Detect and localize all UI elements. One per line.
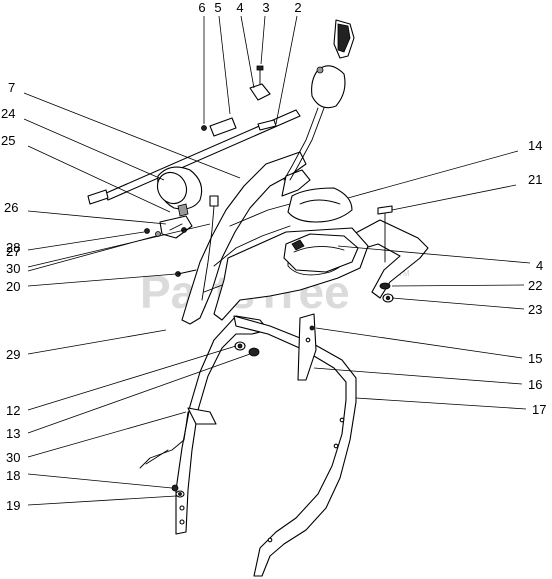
cover-plate: [287, 187, 353, 223]
callout-16: 16: [528, 377, 542, 392]
watermark-trademark: TM: [398, 269, 410, 278]
headlight: [156, 166, 203, 217]
callout-17: 17: [532, 402, 546, 417]
lower-bolt: [171, 484, 185, 498]
callout-28: 28: [6, 240, 20, 255]
bolt-stack: [377, 205, 394, 303]
callout-4: 4: [236, 0, 243, 15]
light-bracket: [144, 215, 193, 239]
callout-4b: 4: [536, 258, 543, 273]
wire-harness: [201, 195, 219, 301]
callout-29: 29: [6, 347, 20, 362]
callout-7: 7: [8, 80, 15, 95]
callout-23: 23: [528, 302, 542, 317]
callout-30b: 30: [6, 450, 20, 465]
callout-13: 13: [6, 426, 20, 441]
cable-tie: [139, 407, 217, 469]
lower-handle-right: [233, 315, 357, 577]
callout-3: 3: [262, 0, 269, 15]
callout-25: 25: [1, 133, 15, 148]
callout-14: 14: [528, 138, 542, 153]
callout-18: 18: [6, 468, 20, 483]
handle-tube: [297, 313, 317, 381]
callout-24: 24: [1, 106, 15, 121]
callout-20: 20: [6, 279, 20, 294]
callout-27: 27: [6, 244, 20, 259]
callout-30a: 30: [6, 261, 20, 276]
cross-bar: [87, 109, 301, 205]
handle-fasteners: [234, 341, 260, 357]
callout-26: 26: [4, 200, 18, 215]
callout-6: 6: [198, 0, 205, 15]
control-head-unit: [283, 19, 355, 181]
callout-12: 12: [6, 403, 20, 418]
top-bracket: [249, 65, 277, 131]
panel-housing: [283, 233, 359, 273]
callout-5: 5: [214, 0, 221, 15]
callout-22: 22: [528, 278, 542, 293]
callout-15: 15: [528, 351, 542, 366]
callout-19: 19: [6, 498, 20, 513]
callout-21: 21: [528, 172, 542, 187]
leader-lines: [23, 15, 531, 506]
callout-labels: 6 5 4 3 2 7 24 25 14 21 26 27 28 4 30 22…: [1, 0, 546, 513]
callout-2: 2: [294, 0, 301, 15]
